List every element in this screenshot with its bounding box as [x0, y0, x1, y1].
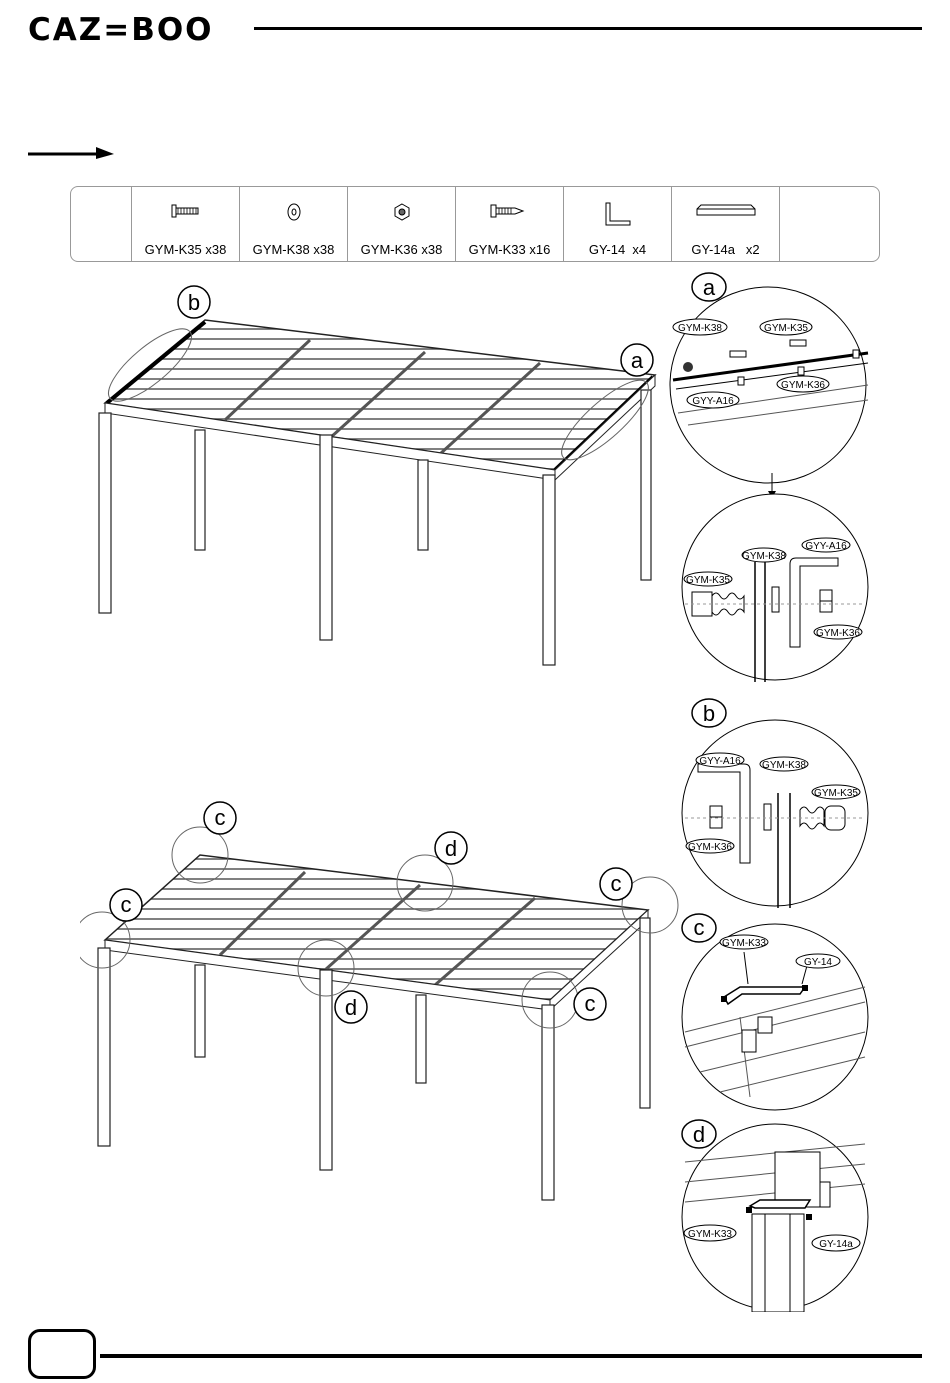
callout-a: a: [619, 342, 655, 378]
washer-icon: [274, 201, 314, 223]
callout-b: b: [176, 284, 212, 320]
detail-b-zoom: GYY-A16 GYM-K38 GYM-K35 GYM-K36: [680, 718, 870, 908]
svg-text:GYM-K38: GYM-K38: [762, 760, 806, 771]
screw-icon: [485, 201, 535, 221]
part-label: GYM-K36 x38: [348, 242, 455, 257]
callout-c: c: [598, 866, 634, 902]
part-cell: GY-14a x2: [672, 187, 780, 261]
part-cell: GYM-K38 x38: [240, 187, 348, 261]
svg-text:GYM-K36: GYM-K36: [688, 842, 732, 853]
svg-text:GYM-K38: GYM-K38: [742, 551, 786, 562]
step-arrow-icon: [28, 145, 118, 161]
svg-text:GYM-K35: GYM-K35: [814, 788, 858, 799]
part-cell: GYM-K35 x38: [132, 187, 240, 261]
callout-d: d: [333, 989, 369, 1025]
parts-empty-cell: [71, 187, 132, 261]
page-number-box: [28, 1329, 96, 1379]
svg-text:GY-14: GY-14: [804, 957, 832, 968]
gazebo-drawing-top: [85, 280, 675, 680]
svg-text:GYM-K38: GYM-K38: [678, 323, 722, 334]
svg-text:c: c: [215, 805, 226, 830]
svg-text:d: d: [445, 836, 457, 861]
part-label: GY-14a x2: [672, 242, 779, 257]
svg-text:GYM-K33: GYM-K33: [688, 1229, 732, 1240]
part-label: GYM-K33 x16: [456, 242, 563, 257]
svg-text:GY-14a: GY-14a: [819, 1239, 853, 1250]
svg-text:c: c: [121, 892, 132, 917]
callout-c: c: [202, 800, 238, 836]
detail-a-zoom: GYM-K38 GYM-K35 GYY-A16 GYM-K36: [668, 285, 873, 495]
callout-c: c: [572, 986, 608, 1022]
parts-table: GYM-K35 x38 GYM-K38 x38 GYM-K36 x38 GYM-…: [70, 186, 880, 262]
svg-text:a: a: [631, 348, 644, 373]
svg-text:d: d: [345, 995, 357, 1020]
part-cell: GY-14 x4: [564, 187, 672, 261]
parts-empty-cell: [780, 187, 879, 261]
detail-c-zoom: GYM-K33 GY-14: [680, 922, 870, 1112]
part-cell: GYM-K36 x38: [348, 187, 456, 261]
part-label: GYM-K38 x38: [240, 242, 347, 257]
svg-text:GYY-A16: GYY-A16: [805, 541, 847, 552]
svg-text:GYM-K36: GYM-K36: [816, 628, 860, 639]
flat-bracket-icon: [691, 201, 761, 223]
svg-text:b: b: [188, 290, 200, 315]
bolt-icon: [166, 201, 206, 221]
detail-d-zoom: GYM-K33 GY-14a: [680, 1122, 870, 1312]
svg-text:GYM-K36: GYM-K36: [781, 380, 825, 391]
detail-a2-zoom: GYM-K38 GYY-A16 GYM-K35 GYM-K36: [680, 492, 870, 682]
part-cell: GYM-K33 x16: [456, 187, 564, 261]
svg-text:GYM-K35: GYM-K35: [686, 575, 730, 586]
callout-c: c: [108, 887, 144, 923]
svg-text:GYY-A16: GYY-A16: [692, 396, 734, 407]
angle-bracket-icon: [598, 201, 638, 231]
part-label: GY-14 x4: [564, 242, 671, 257]
callout-d: d: [433, 830, 469, 866]
svg-text:GYY-A16: GYY-A16: [699, 756, 741, 767]
svg-text:GYM-K33: GYM-K33: [722, 938, 766, 949]
svg-text:GYM-K35: GYM-K35: [764, 323, 808, 334]
svg-text:c: c: [585, 991, 596, 1016]
brand-logo: CAZ=BOO: [28, 10, 214, 50]
svg-text:c: c: [611, 871, 622, 896]
part-label: GYM-K35 x38: [132, 242, 239, 257]
footer-rule: [100, 1354, 922, 1358]
nut-icon: [382, 201, 422, 223]
header-rule: [254, 27, 922, 30]
